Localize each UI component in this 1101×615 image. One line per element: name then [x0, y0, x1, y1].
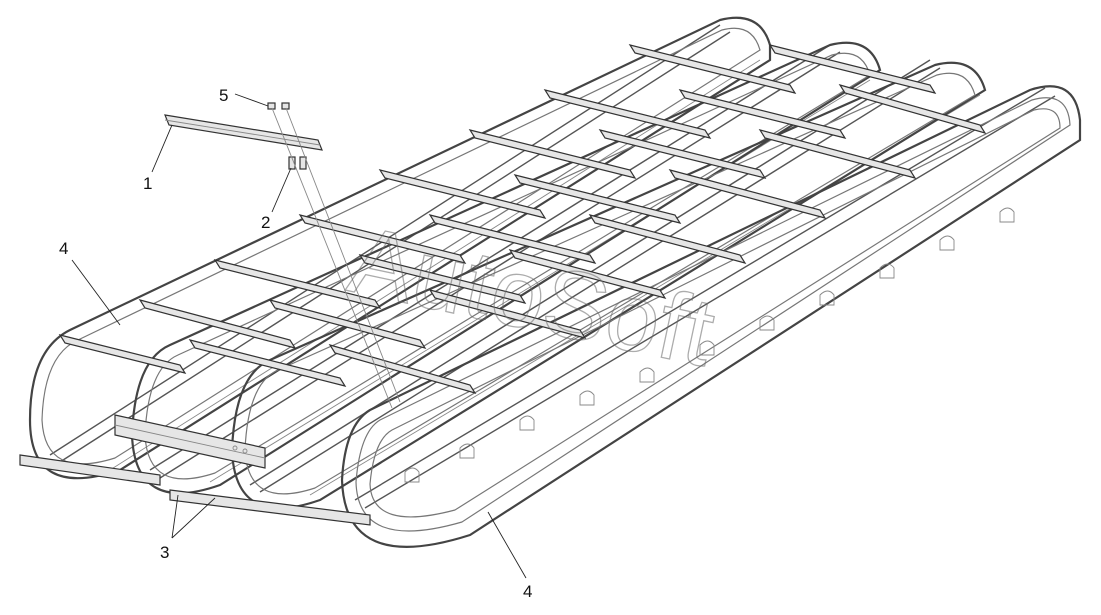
bottom-plates: [19, 454, 371, 526]
bolts-part-2: [288, 156, 307, 170]
assembly-guide-lines: [271, 107, 401, 409]
callout-3: 3: [160, 543, 169, 562]
belt-loop-middle: [130, 41, 882, 495]
belt-loop-left: [28, 16, 772, 480]
callout-4-left: 4: [59, 239, 68, 258]
callout-2: 2: [261, 213, 270, 232]
front-bracket: [114, 414, 266, 469]
leader-lines: [71, 93, 527, 579]
callout-4-bottom: 4: [523, 582, 532, 601]
belt-clips: [404, 207, 1015, 483]
callout-5: 5: [219, 86, 228, 105]
callout-1: 1: [143, 174, 152, 193]
exploded-bar-part: [164, 114, 323, 151]
belt-loop-right: [340, 85, 1082, 548]
cross-bars: [58, 44, 987, 395]
